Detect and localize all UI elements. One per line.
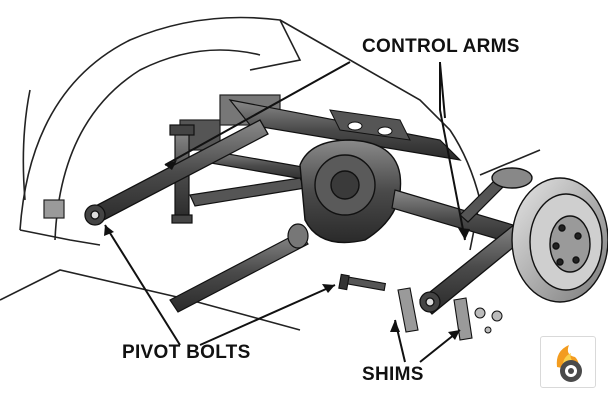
pivot-bolt-part <box>338 273 387 292</box>
control-arms-leader-left <box>164 61 351 166</box>
pivot-bolts-leader-2 <box>199 284 336 346</box>
control-arms-leader-right <box>439 62 466 241</box>
body-outline <box>0 16 541 331</box>
site-logo-badge <box>540 336 596 388</box>
differential <box>299 139 402 244</box>
brake-drum <box>491 167 608 303</box>
shim-parts <box>397 287 473 341</box>
control-arms-label: CONTROL ARMS <box>362 36 520 57</box>
nut-parts <box>474 307 503 334</box>
leader-arrowheads <box>104 160 470 340</box>
shims-label: SHIMS <box>362 364 424 385</box>
flame-wheel-logo-icon <box>556 345 582 382</box>
callout-leader-lines <box>104 61 466 363</box>
frame-crossmember <box>228 99 462 161</box>
left-control-arm <box>84 119 269 226</box>
pivot-bolts-label: PIVOT BOLTS <box>122 342 251 363</box>
drive-shaft <box>169 223 309 313</box>
pivot-bolts-leader-1 <box>104 224 181 346</box>
